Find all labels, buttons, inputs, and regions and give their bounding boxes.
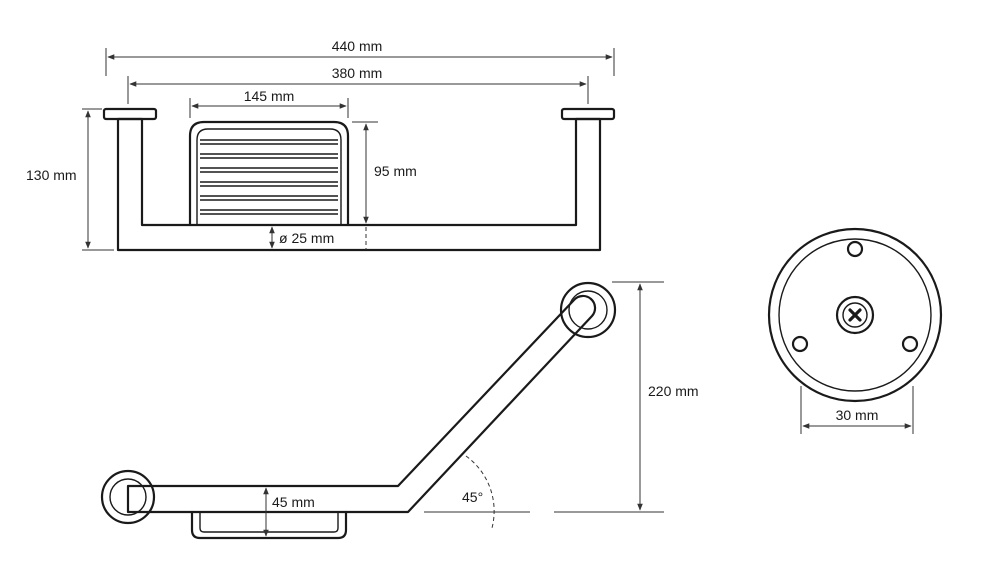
bottom-flange-inner <box>109 478 147 516</box>
bottom-flange-outer <box>100 469 156 525</box>
label-basket-depth: 45 mm <box>272 494 315 510</box>
grab-rail <box>116 117 602 252</box>
flange-detail-view: 30 mm <box>767 227 943 434</box>
angled-view-basket <box>190 510 348 540</box>
flange-inner-rim <box>778 238 932 392</box>
cross-screw-icon <box>835 295 875 335</box>
label-basket-width: 145 mm <box>244 88 295 104</box>
label-basket-height: 95 mm <box>374 163 417 179</box>
label-tube-diameter: ø 25 mm <box>279 230 334 246</box>
top-flange-outer <box>559 281 617 339</box>
top-flange-inner <box>568 290 608 330</box>
angled-tube <box>126 294 597 514</box>
right-flange <box>560 107 616 121</box>
left-flange <box>102 107 158 121</box>
label-angle: 45° <box>462 489 483 505</box>
flange-outer-rim <box>767 227 943 403</box>
label-angle-height: 220 mm <box>648 383 699 399</box>
mounting-hole-top <box>846 240 864 258</box>
label-overall-height: 130 mm <box>26 167 77 183</box>
angle-arc <box>465 455 495 529</box>
label-flange-width: 30 mm <box>836 407 879 423</box>
mounting-hole-right <box>901 335 919 353</box>
front-view: 440 mm 380 mm 145 mm 130 mm 95 mm ø 25 m… <box>26 38 616 252</box>
label-overall-width: 440 mm <box>332 38 383 54</box>
mounting-hole-left <box>791 335 809 353</box>
angled-rail-view: 45 mm 45° 220 mm <box>100 281 699 540</box>
soap-basket <box>188 120 350 227</box>
label-rail-width: 380 mm <box>332 65 383 81</box>
